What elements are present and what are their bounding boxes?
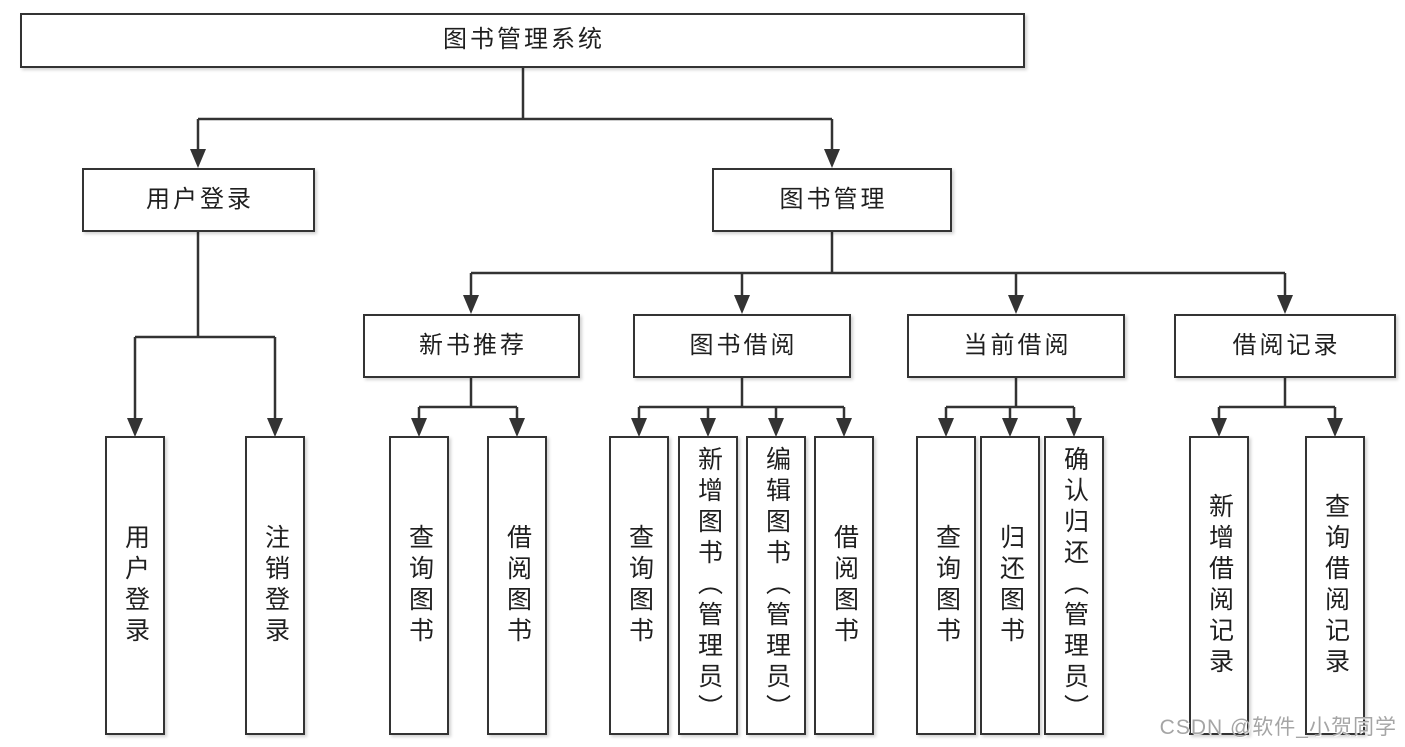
leaf-logout: 注销登录 <box>245 436 305 735</box>
node-label: 编辑图书（管理员） <box>762 446 791 725</box>
node-label: 查询借阅记录 <box>1321 492 1350 679</box>
node-current-borrowing: 当前借阅 <box>907 314 1125 378</box>
leaf-user-login: 用户登录 <box>105 436 165 735</box>
leaf-query-books-current: 查询图书 <box>916 436 976 735</box>
node-label: 图书管理 <box>779 185 888 213</box>
node-label: 用户登录 <box>121 523 150 648</box>
leaf-query-borrow-record: 查询借阅记录 <box>1305 436 1365 735</box>
leaf-add-books-admin: 新增图书（管理员） <box>678 436 738 735</box>
node-library-management-system: 图书管理系统 <box>20 13 1025 68</box>
node-book-borrowing: 图书借阅 <box>633 314 851 378</box>
leaf-return-books: 归还图书 <box>980 436 1040 735</box>
node-label: 查询图书 <box>625 523 654 648</box>
node-label: 归还图书 <box>996 523 1025 648</box>
node-user-login: 用户登录 <box>82 168 315 232</box>
node-label: 借阅记录 <box>1232 331 1341 359</box>
node-label: 注销登录 <box>261 523 290 648</box>
leaf-confirm-return-admin: 确认归还（管理员） <box>1044 436 1104 735</box>
leaf-borrow-books: 借阅图书 <box>814 436 874 735</box>
leaf-add-borrow-record: 新增借阅记录 <box>1189 436 1249 735</box>
leaf-borrow-books-recommend: 借阅图书 <box>487 436 547 735</box>
node-label: 用户登录 <box>146 185 254 213</box>
node-label: 确认归还（管理员） <box>1060 446 1089 725</box>
node-book-management: 图书管理 <box>712 168 952 232</box>
leaf-query-books-borrow: 查询图书 <box>609 436 669 735</box>
node-label: 查询图书 <box>405 523 434 648</box>
leaf-query-books-recommend: 查询图书 <box>389 436 449 735</box>
node-label: 查询图书 <box>932 523 961 648</box>
node-label: 当前借阅 <box>963 331 1072 359</box>
node-label: 新书推荐 <box>419 331 527 359</box>
node-borrowing-records: 借阅记录 <box>1174 314 1396 378</box>
node-label: 图书管理系统 <box>443 26 605 54</box>
node-label: 新增图书（管理员） <box>694 446 723 725</box>
node-label: 图书借阅 <box>689 331 798 359</box>
node-label: 新增借阅记录 <box>1205 492 1234 679</box>
leaf-edit-books-admin: 编辑图书（管理员） <box>746 436 806 735</box>
node-label: 借阅图书 <box>830 523 859 648</box>
node-label: 借阅图书 <box>503 523 532 648</box>
node-new-book-recommendation: 新书推荐 <box>363 314 580 378</box>
